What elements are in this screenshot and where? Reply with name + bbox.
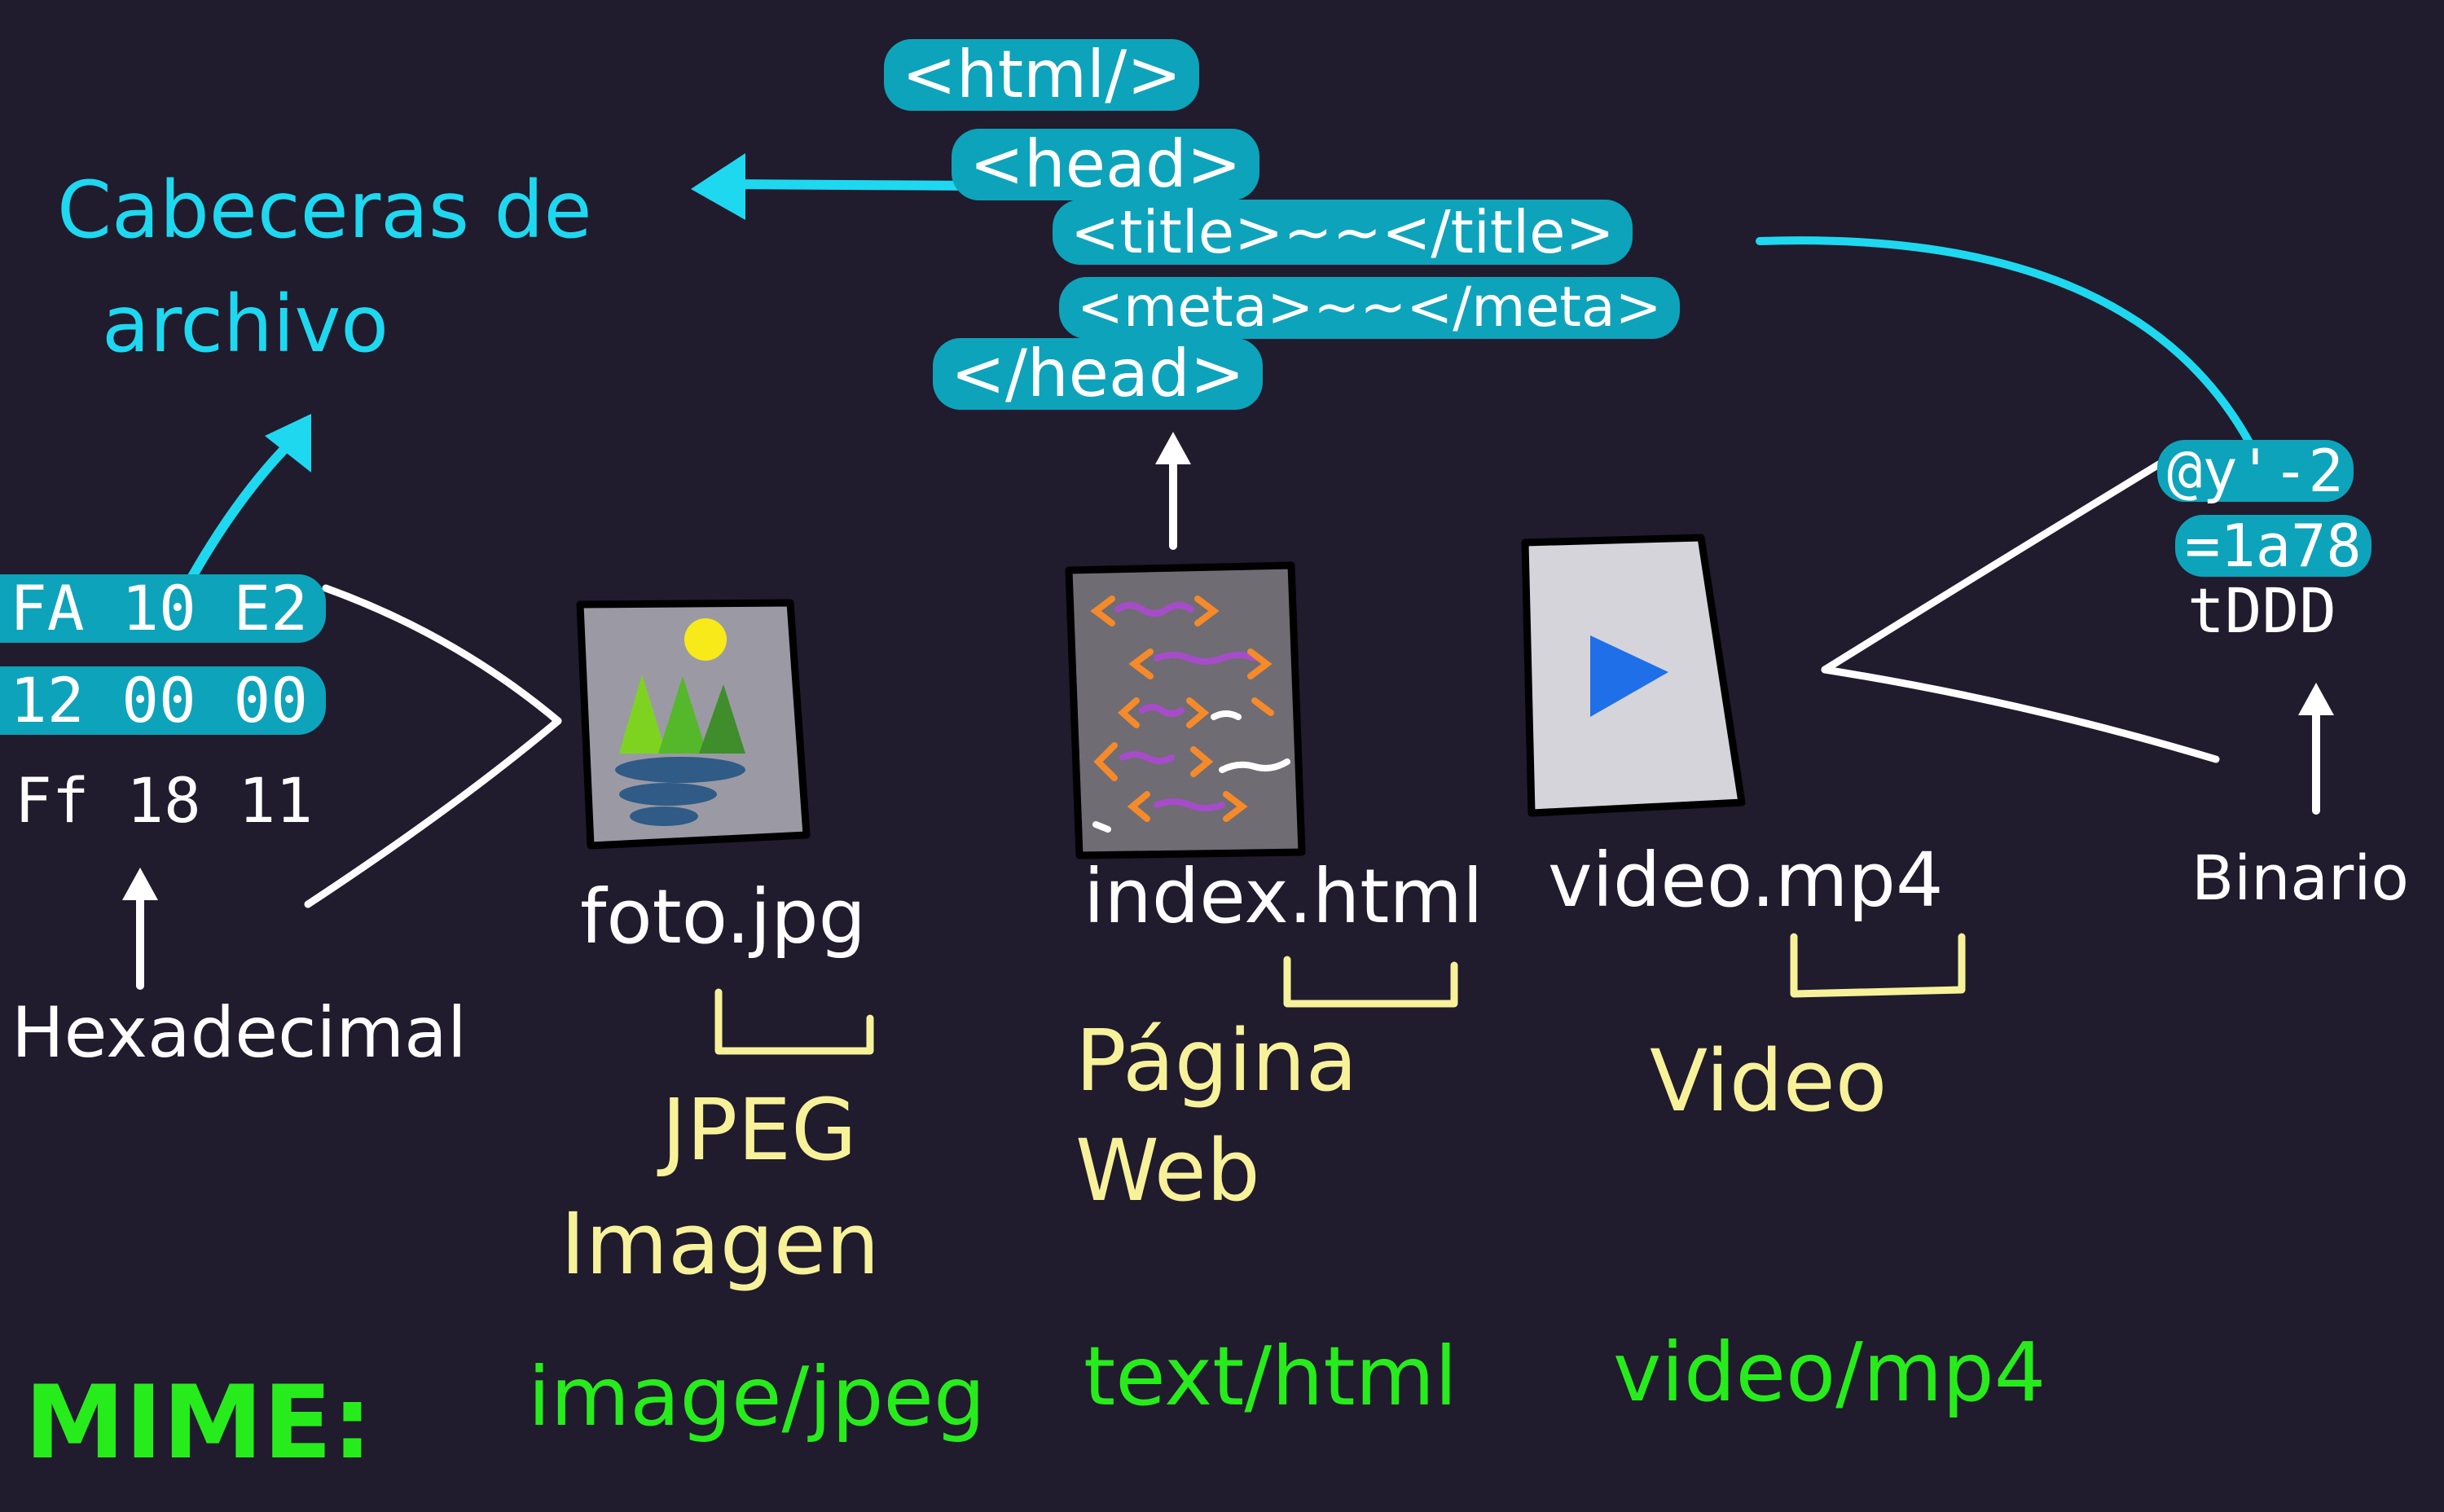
code-line-html: <html/> bbox=[884, 39, 1200, 111]
type-html-line2: Web bbox=[1075, 1121, 1260, 1220]
arrow-code-to-binary bbox=[1756, 236, 2261, 460]
arrow-code-to-headers bbox=[720, 179, 978, 191]
code-line-head-close: </head> bbox=[933, 338, 1263, 410]
binary-line1: @y'-2 bbox=[2157, 440, 2354, 502]
bracket-jpg bbox=[714, 988, 874, 1055]
mime-mp4: video/mp4 bbox=[1613, 1325, 2046, 1420]
arrow-head-hex bbox=[265, 414, 311, 472]
mime-jpg: image/jpeg bbox=[528, 1349, 986, 1444]
type-jpg-line2: Imagen bbox=[560, 1194, 880, 1294]
arrow-head-headers bbox=[691, 153, 745, 220]
hex-line1: FA 10 E2 bbox=[0, 574, 327, 643]
type-mp4-line1: Video bbox=[1650, 1031, 1888, 1131]
code-file-icon bbox=[1065, 561, 1306, 859]
video-file-icon bbox=[1521, 534, 1746, 817]
hex-line2: 12 00 00 bbox=[0, 666, 327, 735]
line-hex-to-jpg-top bbox=[322, 584, 562, 725]
type-jpg-line1: JPEG bbox=[662, 1080, 857, 1180]
mime-html: text/html bbox=[1084, 1329, 1457, 1424]
image-file-icon bbox=[576, 599, 811, 850]
binario-label: Binario bbox=[2191, 842, 2409, 914]
binary-line3: tDDD bbox=[2187, 574, 2337, 647]
code-line-head: <head> bbox=[952, 129, 1259, 200]
line-binary-to-mp4-bottom bbox=[1821, 666, 2220, 763]
binary-line2: =1a78 bbox=[2175, 515, 2371, 577]
line-hex-to-jpg-bottom bbox=[304, 717, 562, 908]
line-binary-to-mp4-top bbox=[1821, 460, 2163, 674]
bracket-html bbox=[1283, 956, 1458, 1008]
file-name-mp4: video.mp4 bbox=[1548, 837, 1944, 924]
code-line-title: <title>~~</title> bbox=[1053, 200, 1633, 265]
file-name-jpg: foto.jpg bbox=[580, 873, 867, 960]
hexadecimal-label: Hexadecimal bbox=[11, 992, 467, 1074]
file-name-html: index.html bbox=[1084, 853, 1484, 940]
arrow-hex-to-headers bbox=[181, 435, 298, 593]
hex-line3: Ff 18 11 bbox=[15, 764, 314, 837]
headers-label-line2: archivo bbox=[102, 279, 389, 370]
type-html-line1: Página bbox=[1075, 1011, 1358, 1110]
bracket-mp4 bbox=[1790, 933, 1966, 998]
headers-label-line1: Cabeceras de bbox=[57, 165, 592, 256]
mime-label: MIME: bbox=[24, 1365, 373, 1482]
code-line-meta: <meta>~~</meta> bbox=[1059, 277, 1680, 339]
